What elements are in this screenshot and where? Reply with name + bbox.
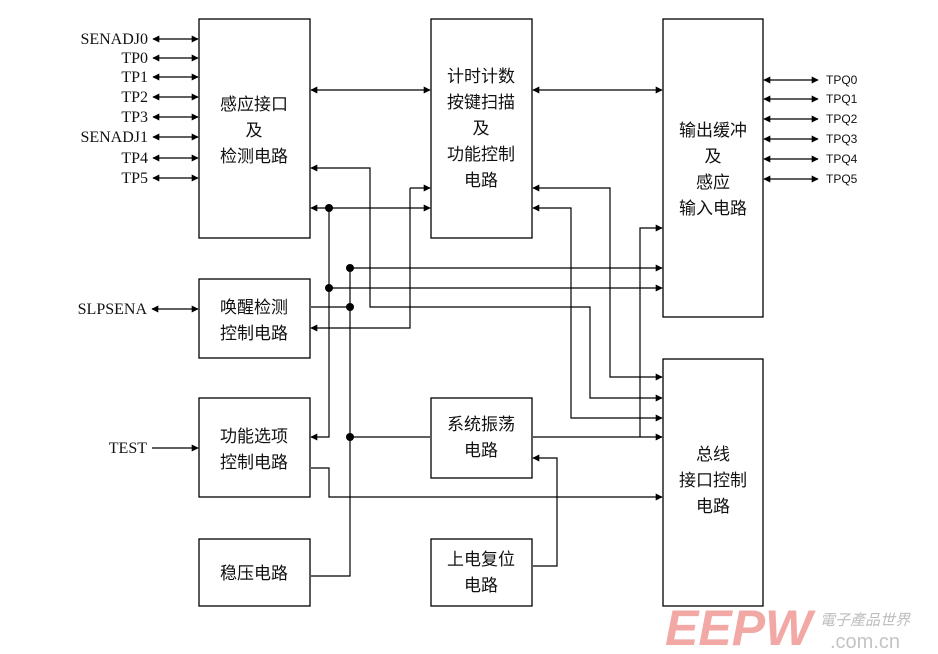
wake-block-label: 唤醒检测 控制电路 [220, 298, 288, 344]
eepw-watermark: EEPW 電子產品世界 .com.cn [665, 600, 911, 654]
svg-text:控制电路: 控制电路 [220, 324, 288, 344]
func-block-label: 功能选项 控制电路 [220, 427, 288, 473]
sense-block-label: 感应接口 及 检测电路 [220, 95, 288, 167]
svg-text:电路: 电路 [464, 441, 498, 461]
svg-text:上电复位: 上电复位 [447, 550, 515, 570]
svg-text:感应接口: 感应接口 [220, 95, 288, 115]
output-buffer-block [662, 18, 764, 318]
right-pin-arrows [763, 76, 819, 183]
svg-text:TPQ2: TPQ2 [826, 112, 858, 126]
svg-text:TPQ0: TPQ0 [826, 73, 858, 87]
svg-text:SENADJ0: SENADJ0 [80, 31, 148, 48]
svg-text:TPQ4: TPQ4 [826, 152, 858, 166]
osc-block-label: 系统振荡 电路 [447, 415, 515, 461]
svg-text:唤醒检测: 唤醒检测 [220, 298, 288, 318]
left-pin-labels: SENADJ0 TP0 TP1 TP2 TP3 SENADJ1 TP4 TP5 [80, 31, 148, 187]
svg-text:TP3: TP3 [121, 109, 148, 126]
svg-text:TPQ5: TPQ5 [826, 172, 858, 186]
bus-block-label: 总线 接口控制 电路 [679, 445, 747, 517]
svg-text:TPQ3: TPQ3 [826, 132, 858, 146]
svg-text:TP5: TP5 [121, 170, 148, 187]
oscillator-block [430, 397, 533, 479]
interconnect-wires [310, 86, 663, 577]
right-pin-labels: TPQ0 TPQ1 TPQ2 TPQ3 TPQ4 TPQ5 [826, 73, 858, 186]
svg-text:TP4: TP4 [121, 150, 148, 167]
test-label: TEST [109, 440, 147, 457]
svg-text:电路: 电路 [696, 497, 730, 517]
power-on-reset-block [430, 538, 533, 607]
svg-text:接口控制: 接口控制 [679, 471, 747, 491]
svg-text:感应: 感应 [696, 173, 730, 193]
regulator-block [198, 538, 311, 607]
reg-block-label: 稳压电路 [220, 564, 288, 584]
svg-text:TPQ1: TPQ1 [826, 92, 858, 106]
svg-text:稳压电路: 稳压电路 [220, 564, 288, 584]
svg-text:输出缓冲: 输出缓冲 [679, 121, 747, 141]
svg-text:TP2: TP2 [121, 89, 148, 106]
svg-text:按键扫描: 按键扫描 [447, 93, 515, 113]
svg-text:及: 及 [705, 147, 722, 167]
function-option-block [198, 397, 311, 498]
svg-text:TP1: TP1 [121, 69, 148, 86]
svg-text:检测电路: 检测电路 [220, 147, 288, 167]
svg-text:SENADJ1: SENADJ1 [80, 129, 148, 146]
svg-text:電子產品世界: 電子產品世界 [820, 611, 911, 629]
timer-block-label: 计时计数 按键扫描 及 功能控制 电路 [447, 67, 515, 191]
svg-text:及: 及 [473, 119, 490, 139]
svg-text:.com.cn: .com.cn [830, 631, 900, 653]
svg-text:电路: 电路 [464, 576, 498, 596]
svg-text:及: 及 [246, 121, 263, 141]
svg-text:计时计数: 计时计数 [447, 67, 515, 87]
wake-detect-block [198, 278, 311, 359]
svg-text:功能选项: 功能选项 [220, 427, 288, 447]
svg-text:功能控制: 功能控制 [447, 145, 515, 165]
output-block-label: 输出缓冲 及 感应 输入电路 [679, 121, 747, 219]
svg-text:电路: 电路 [464, 171, 498, 191]
slpsena-label: SLPSENA [78, 301, 148, 318]
sense-interface-block [198, 18, 311, 239]
svg-text:EEPW: EEPW [665, 600, 816, 654]
svg-text:总线: 总线 [696, 445, 730, 465]
bus-interface-block [662, 358, 764, 607]
svg-text:控制电路: 控制电路 [220, 453, 288, 473]
svg-text:系统振荡: 系统振荡 [447, 415, 515, 435]
svg-text:输入电路: 输入电路 [679, 199, 747, 219]
left-pin-arrows [152, 35, 199, 182]
reset-block-label: 上电复位 电路 [447, 550, 515, 596]
svg-text:TP0: TP0 [121, 50, 148, 67]
